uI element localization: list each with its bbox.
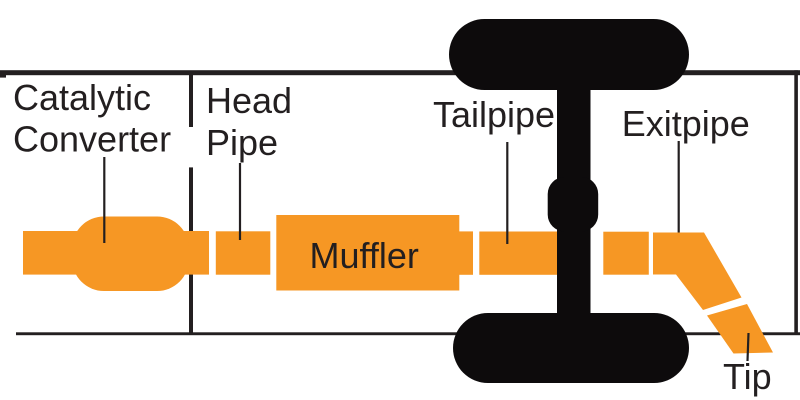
svg-text:Catalytic: Catalytic xyxy=(13,77,151,118)
svg-text:Head: Head xyxy=(206,80,292,121)
svg-text:Converter: Converter xyxy=(13,119,171,160)
svg-text:Tailpipe: Tailpipe xyxy=(433,94,555,135)
svg-text:Pipe: Pipe xyxy=(206,122,278,163)
svg-text:Muffler: Muffler xyxy=(310,235,419,276)
svg-text:Exitpipe: Exitpipe xyxy=(622,103,750,144)
svg-text:Tip: Tip xyxy=(723,356,772,397)
